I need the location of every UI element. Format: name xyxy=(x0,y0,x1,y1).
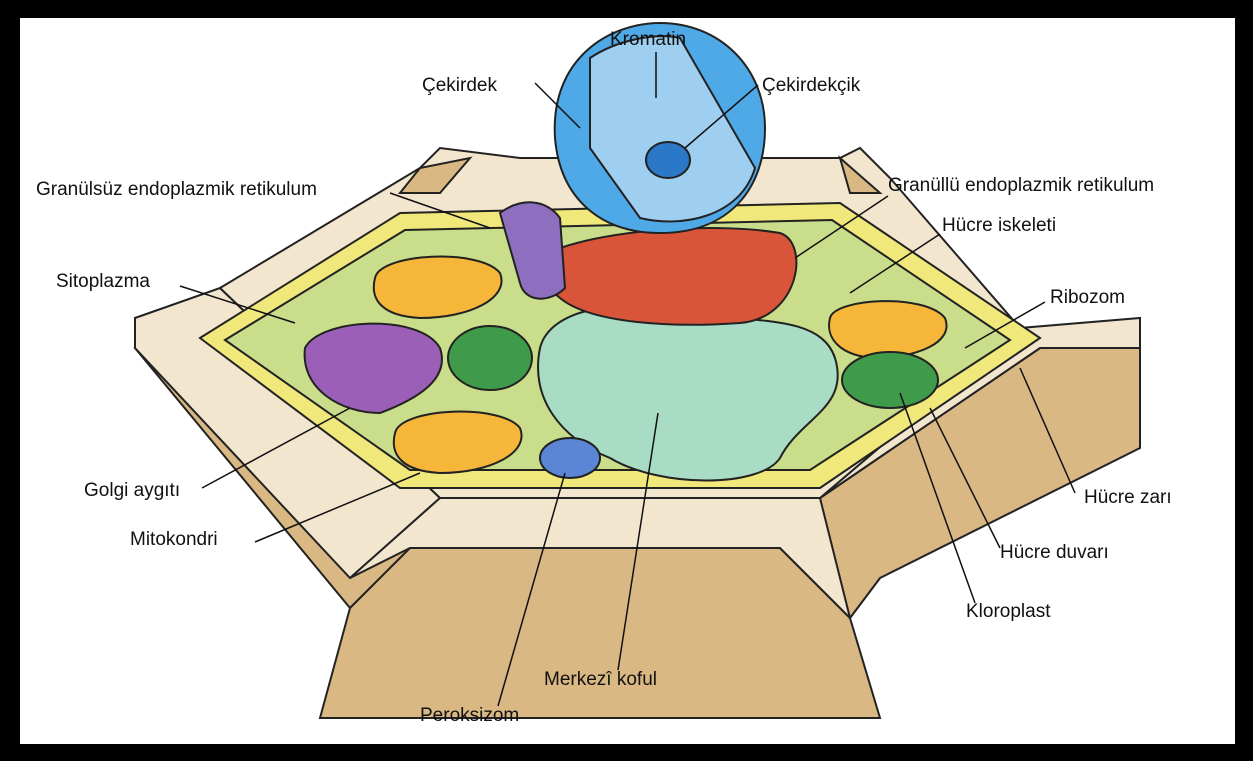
nucleolus xyxy=(646,142,690,178)
label-granullu-er: Granüllü endoplazmik retikulum xyxy=(888,176,1154,195)
label-kromatin: Kromatin xyxy=(610,30,686,49)
label-golgi: Golgi aygıtı xyxy=(84,481,180,500)
nucleus xyxy=(555,23,765,233)
rough-er xyxy=(545,228,796,325)
label-hucre-duvari: Hücre duvarı xyxy=(1000,543,1109,562)
peroxisome xyxy=(540,438,600,478)
label-sitoplazma: Sitoplazma xyxy=(56,272,150,291)
label-kloroplast: Kloroplast xyxy=(966,602,1051,621)
label-merkezi-koful: Merkezî koful xyxy=(544,670,657,689)
label-granulsuz-er: Granülsüz endoplazmik retikulum xyxy=(36,180,317,199)
label-cekirdekcik: Çekirdekçik xyxy=(762,76,860,95)
label-hucre-iskeleti: Hücre iskeleti xyxy=(942,216,1056,235)
label-ribozom: Ribozom xyxy=(1050,288,1125,307)
label-peroksizom: Peroksizom xyxy=(420,706,519,725)
label-hucre-zari: Hücre zarı xyxy=(1084,488,1172,507)
label-mitokondri: Mitokondri xyxy=(130,530,218,549)
plant-cell-illustration xyxy=(20,18,1235,744)
diagram-frame: Kromatin Çekirdek Çekirdekçik Granülsüz … xyxy=(20,18,1235,744)
label-cekirdek: Çekirdek xyxy=(422,76,497,95)
